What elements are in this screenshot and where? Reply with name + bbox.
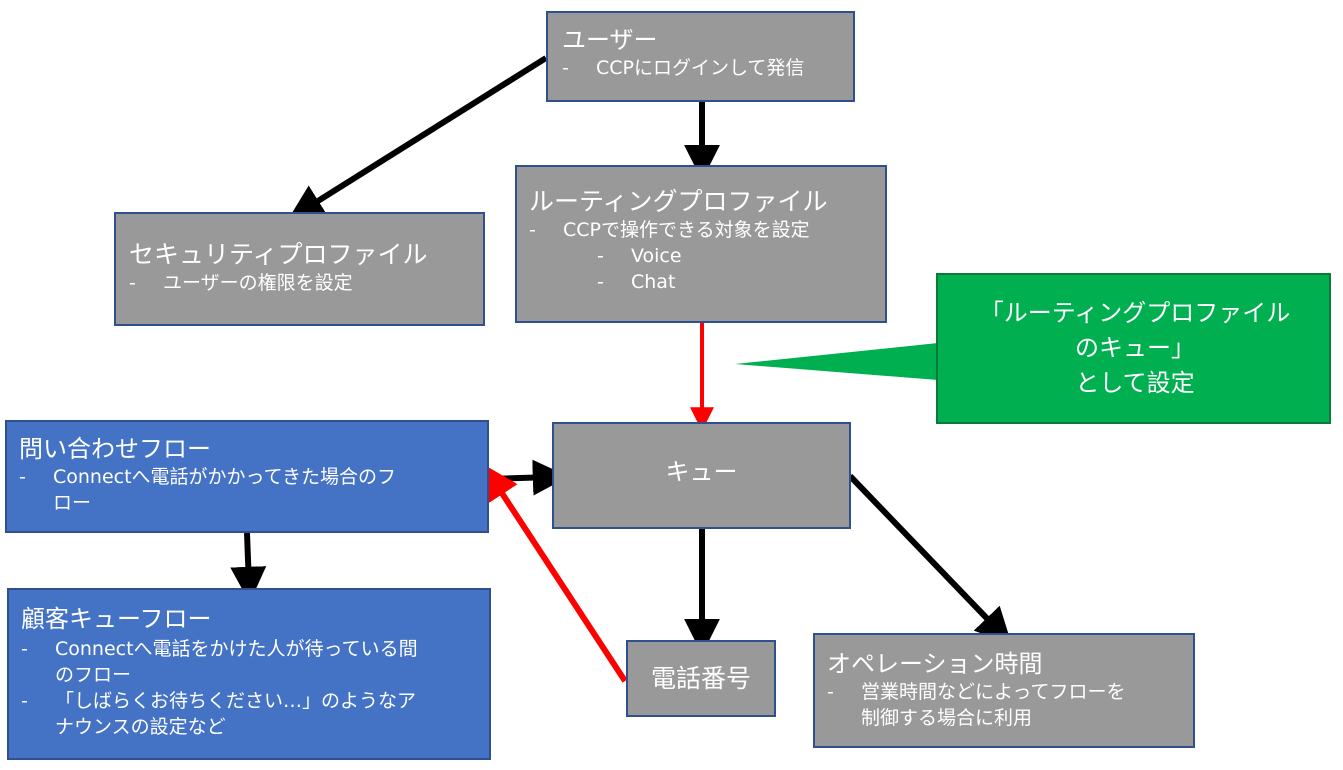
hours-of-operation-box: オペレーション時間 -営業時間などによってフローを 制御する場合に利用	[813, 633, 1195, 748]
arrow-phone-to-contactflow	[482, 463, 628, 683]
routing-profile-subitem-voice: -Voice	[597, 245, 682, 267]
phone-number-title: 電話番号	[650, 663, 751, 693]
routing-profile-subitem-chat: -Chat	[597, 271, 676, 293]
arrow-queue-to-hours	[847, 473, 1012, 645]
callout-line-1: 「ルーティングプロファイル	[979, 299, 1291, 327]
callout-line-2: のキュー」	[1075, 334, 1195, 362]
customer-queue-flow-box: 顧客キューフロー -Connectへ電話をかけた人が待っている間 のフロー -「…	[7, 588, 491, 760]
user-item: -CCPにログインして発信	[562, 57, 805, 79]
routing-profile-box: ルーティングプロファイル -CCPで操作できる対象を設定 -Voice -Cha…	[515, 165, 887, 323]
arrow-contactflow-to-customerqueue	[230, 532, 267, 603]
arrow-contactflow-to-queue	[488, 459, 569, 496]
customer-queue-flow-item-1: -Connectへ電話をかけた人が待っている間	[21, 638, 418, 660]
callout-box	[936, 273, 1331, 424]
routing-profile-title: ルーティングプロファイル	[529, 187, 828, 216]
queue-box: キュー	[552, 422, 851, 529]
callout-line-3: として設定	[1075, 369, 1195, 397]
routing-profile-item: -CCPで操作できる対象を設定	[529, 219, 810, 241]
contact-flow-item-cont: ロー	[53, 492, 92, 514]
security-profile-box: セキュリティプロファイル -ユーザーの権限を設定	[114, 212, 485, 326]
contact-flow-box: 問い合わせフロー -Connectへ電話がかかってきた場合のフ ロー	[5, 420, 489, 533]
customer-queue-flow-item-2: -「しばらくお待ちください…」のようなア	[21, 690, 417, 712]
phone-number-box: 電話番号	[626, 640, 776, 717]
customer-queue-flow-item-1-cont: のフロー	[55, 664, 132, 686]
contact-flow-item: -Connectへ電話がかかってきた場合のフ	[19, 466, 397, 488]
callout-pointer	[735, 343, 938, 380]
queue-title: キュー	[665, 457, 738, 486]
hours-of-operation-title: オペレーション時間	[827, 650, 1043, 678]
user-box: ユーザー -CCPにログインして発信	[546, 11, 855, 102]
contact-flow-title: 問い合わせフロー	[19, 435, 211, 463]
callout-text: 「ルーティングプロファイル のキュー」 として設定	[945, 296, 1325, 401]
arrow-user-to-security	[287, 55, 548, 220]
hours-of-operation-item-cont: 制御する場合に利用	[861, 707, 1033, 729]
security-profile-item: -ユーザーの権限を設定	[129, 272, 353, 294]
user-title: ユーザー	[562, 26, 658, 54]
security-profile-title: セキュリティプロファイル	[129, 240, 428, 269]
customer-queue-flow-title: 顧客キューフロー	[21, 605, 212, 633]
customer-queue-flow-item-2-cont: ナウンスの設定など	[55, 716, 226, 738]
hours-of-operation-item: -営業時間などによってフローを	[827, 681, 1126, 703]
